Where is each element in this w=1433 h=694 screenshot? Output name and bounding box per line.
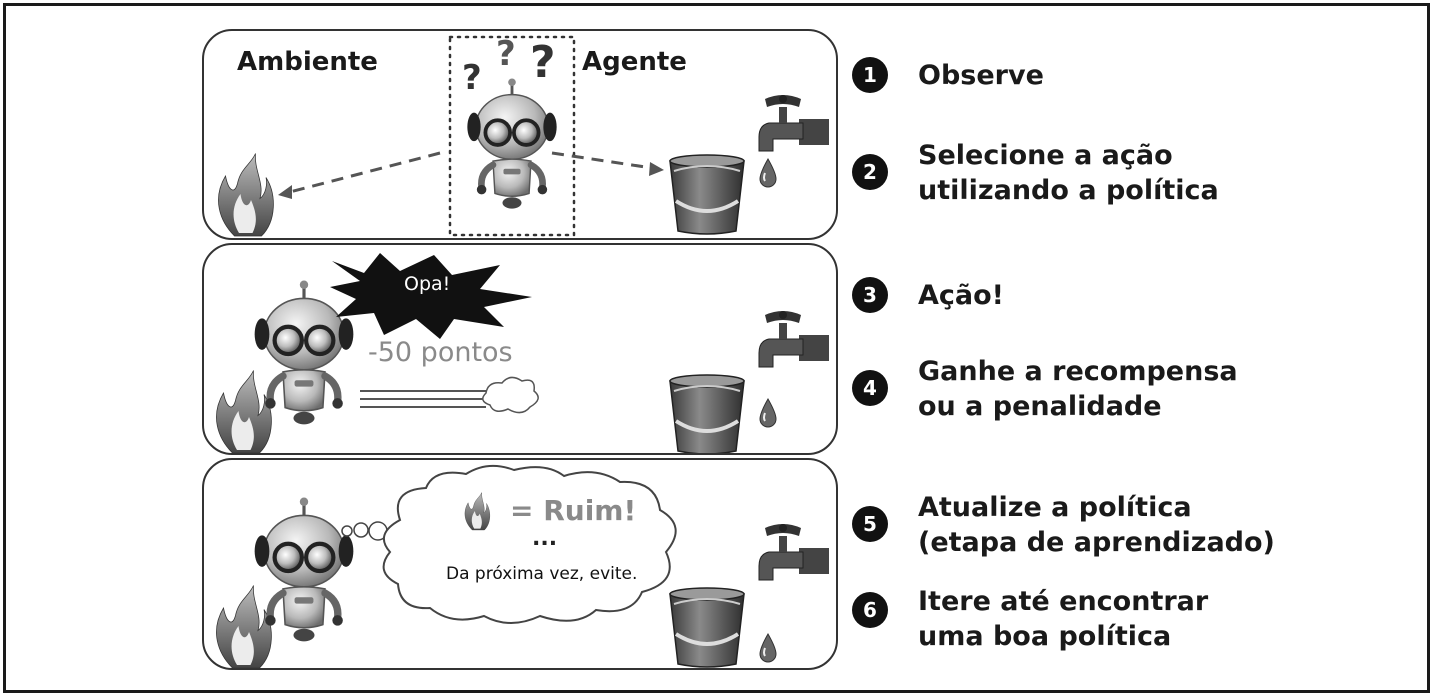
step-number: 6 <box>852 592 888 628</box>
outer-frame <box>3 3 1430 693</box>
bad-text: = Ruim! <box>510 494 637 527</box>
agent-label: Agente <box>582 47 687 77</box>
step-number: 2 <box>852 154 888 190</box>
question-mark-icon: ? ? ? <box>462 34 556 98</box>
action-panel: Opa! -50 pontos <box>202 243 838 455</box>
update-illustration <box>216 464 830 668</box>
step-text: ou a penalidade <box>918 391 1162 422</box>
step-6: 6 Itere até encontrar uma boa política <box>852 584 1208 654</box>
step-number: 4 <box>852 370 888 406</box>
step-1: 1 Observe <box>852 57 1044 93</box>
explosion-burst <box>330 253 532 339</box>
penalty-points: -50 pontos <box>368 337 513 368</box>
observe-illustration: ? ? ? <box>218 34 830 237</box>
fire-icon <box>216 370 272 453</box>
step-number: 3 <box>852 277 888 313</box>
step-3: 3 Ação! <box>852 277 1004 313</box>
bucket-icon <box>668 586 746 668</box>
step-2: 2 Selecione a ação utilizando a política <box>852 138 1219 208</box>
step-4: 4 Ganhe a recompensa ou a penalidade <box>852 354 1238 424</box>
fire-icon <box>216 585 272 668</box>
oops-text: Opa! <box>404 273 451 295</box>
step-text: Ganhe a recompensa <box>918 356 1238 387</box>
dash-lines <box>360 390 486 408</box>
environment-label: Ambiente <box>237 47 378 77</box>
svg-text:?: ? <box>462 58 482 98</box>
step-text: utilizando a política <box>918 175 1219 206</box>
faucet-icon <box>758 310 830 368</box>
faucet-icon <box>758 523 830 581</box>
action-illustration <box>216 253 830 453</box>
fire-icon <box>218 153 274 237</box>
ellipsis-text: ... <box>532 526 558 551</box>
step-number: 5 <box>852 506 888 542</box>
step-text: Observe <box>918 60 1044 91</box>
water-drop-icon <box>759 158 777 188</box>
faucet-icon <box>758 94 830 152</box>
step-5: 5 Atualize a política (etapa de aprendiz… <box>852 490 1275 560</box>
step-text: (etapa de aprendizado) <box>918 527 1275 558</box>
step-number: 1 <box>852 57 888 93</box>
svg-text:?: ? <box>530 37 556 88</box>
step-text: Selecione a ação <box>918 140 1173 171</box>
svg-text:?: ? <box>496 34 516 74</box>
avoid-next-time-text: Da próxima vez, evite. <box>446 564 638 584</box>
step-text: Itere até encontrar <box>918 586 1209 617</box>
robot-icon <box>255 498 354 642</box>
observe-panel: ? ? ? Ambiente Agente <box>202 29 838 240</box>
robot-icon <box>255 281 354 425</box>
step-text: Ação! <box>918 280 1004 311</box>
step-text: uma boa política <box>918 621 1172 652</box>
water-drop-icon <box>759 633 777 663</box>
bucket-icon <box>668 373 746 453</box>
dust-cloud <box>482 376 539 414</box>
thought-cloud <box>382 464 677 624</box>
bucket-icon <box>668 153 746 236</box>
water-drop-icon <box>759 398 777 428</box>
step-text: Atualize a política <box>918 492 1192 523</box>
update-panel: = Ruim! ... Da próxima vez, evite. <box>202 458 838 670</box>
